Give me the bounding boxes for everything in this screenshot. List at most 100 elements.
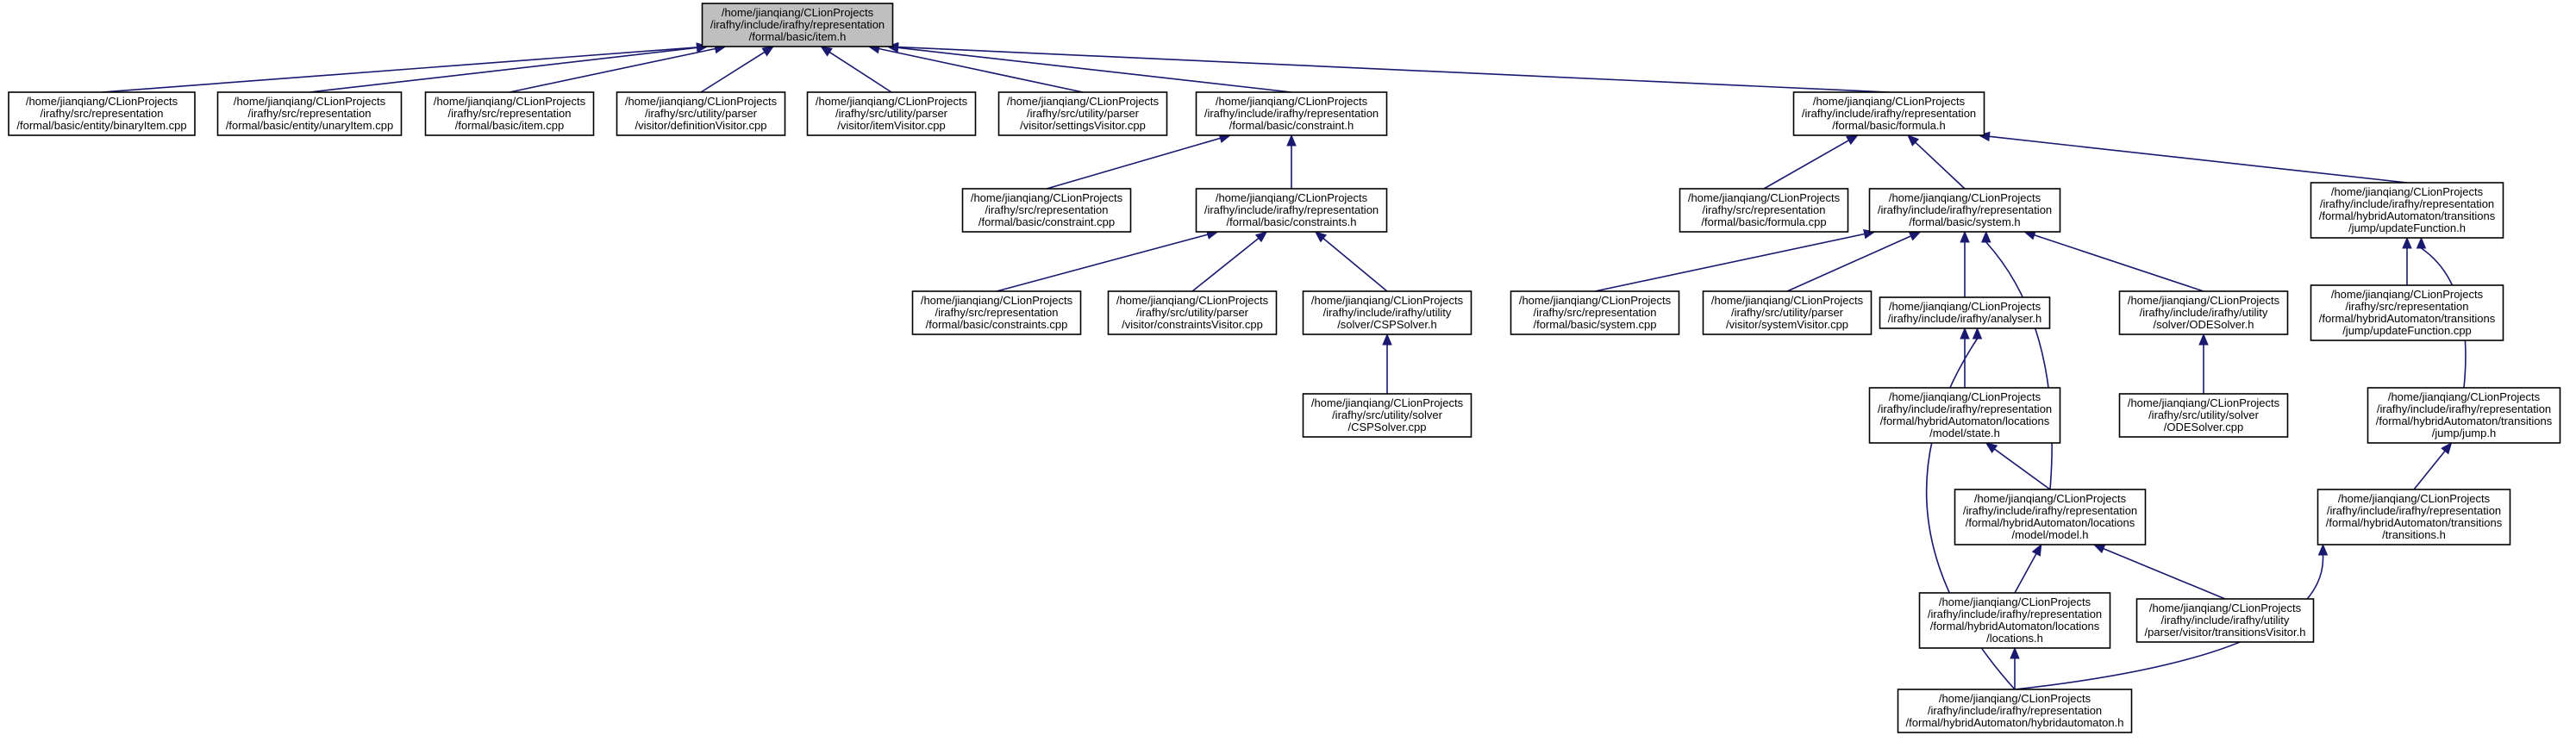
node-label-line: /home/jianqiang/CLionProjects xyxy=(1939,692,2091,705)
nodes-layer: /home/jianqiang/CLionProjects/irafhy/inc… xyxy=(8,3,2561,733)
node-box xyxy=(961,188,1132,233)
node-label-line: /formal/hybridAutomaton/transitions xyxy=(2319,209,2496,222)
edge-ODESolver-cpp-to-ODESolver-h xyxy=(2198,333,2209,394)
edge-arrowhead xyxy=(1981,230,1991,243)
edge-arrowhead xyxy=(2031,543,2042,557)
node-label-line: /home/jianqiang/CLionProjects xyxy=(1311,396,1464,409)
node-label-line: /irafhy/include/irafhy/representation xyxy=(1878,402,2052,415)
node-label-line: /formal/basic/constraints.cpp xyxy=(926,318,1068,331)
node-settingsVisitor-cpp[interactable]: /home/jianqiang/CLionProjects/irafhy/src… xyxy=(997,91,1168,136)
edge-binaryItem-cpp-to-item-h xyxy=(101,42,709,93)
edge-system-h-to-formula-h xyxy=(1907,134,1966,190)
node-model-h[interactable]: /home/jianqiang/CLionProjects/irafhy/inc… xyxy=(1954,489,2147,545)
node-constraint-h[interactable]: /home/jianqiang/CLionProjects/irafhy/inc… xyxy=(1195,91,1388,136)
node-transitions-h[interactable]: /home/jianqiang/CLionProjects/irafhy/inc… xyxy=(2317,489,2511,545)
edge-arrowhead xyxy=(1908,231,1922,241)
edge-state-h-to-analyser-h xyxy=(1960,327,1970,388)
node-label-line: /home/jianqiang/CLionProjects xyxy=(921,294,1073,307)
node-locations-h[interactable]: /home/jianqiang/CLionProjects/irafhy/inc… xyxy=(1918,592,2111,649)
node-constraintsVisitor-cpp[interactable]: /home/jianqiang/CLionProjects/irafhy/src… xyxy=(1107,290,1278,335)
node-item-h[interactable]: /home/jianqiang/CLionProjects/irafhy/inc… xyxy=(701,3,894,47)
node-box xyxy=(1107,290,1278,335)
node-box xyxy=(8,91,196,136)
edge-line xyxy=(2014,553,2037,594)
edge-constraint-h-to-item-h xyxy=(886,42,1292,93)
node-label-line: /home/jianqiang/CLionProjects xyxy=(816,95,968,108)
node-box xyxy=(1702,290,1873,335)
edge-constraint-cpp-to-constraint-h xyxy=(1046,133,1232,190)
node-box xyxy=(2118,290,2289,335)
node-item-cpp[interactable]: /home/jianqiang/CLionProjects/irafhy/src… xyxy=(424,91,595,136)
edge-arrowhead xyxy=(2402,236,2412,249)
node-box xyxy=(1792,91,1985,136)
node-system-cpp[interactable]: /home/jianqiang/CLionProjects/irafhy/src… xyxy=(1510,290,1680,335)
node-label-line: /parser/visitor/transitionsVisitor.h xyxy=(2145,626,2306,639)
edge-constraints-cpp-to-constraints-h xyxy=(996,229,1219,292)
node-label-line: /formal/basic/constraint.h xyxy=(1229,119,1354,132)
node-label-line: /home/jianqiang/CLionProjects xyxy=(1889,300,2041,313)
edge-line xyxy=(1594,233,1865,292)
node-constraint-cpp[interactable]: /home/jianqiang/CLionProjects/irafhy/src… xyxy=(961,188,1132,233)
node-box xyxy=(1868,188,2061,233)
node-box xyxy=(2310,284,2504,341)
node-formula-h[interactable]: /home/jianqiang/CLionProjects/irafhy/inc… xyxy=(1792,91,1985,136)
node-label-line: /home/jianqiang/CLionProjects xyxy=(1116,294,1269,307)
node-hybridautomaton-h[interactable]: /home/jianqiang/CLionProjects/irafhy/inc… xyxy=(1897,689,2133,733)
node-system-h[interactable]: /home/jianqiang/CLionProjects/irafhy/inc… xyxy=(1868,188,2061,233)
node-CSPSolver-h[interactable]: /home/jianqiang/CLionProjects/irafhy/inc… xyxy=(1302,290,1472,335)
node-label-line: /formal/hybridAutomaton/locations xyxy=(1966,516,2135,529)
edge-system-cpp-to-system-h xyxy=(1594,228,1876,292)
node-constraints-cpp[interactable]: /home/jianqiang/CLionProjects/irafhy/src… xyxy=(911,290,1082,335)
node-label-line: /irafhy/include/irafhy/analyser.h xyxy=(1888,312,2041,325)
edge-analyser-h-to-system-h xyxy=(1960,230,1970,297)
node-jump-h[interactable]: /home/jianqiang/CLionProjects/irafhy/inc… xyxy=(2367,387,2561,444)
node-box xyxy=(1954,489,2147,545)
node-state-h[interactable]: /home/jianqiang/CLionProjects/irafhy/inc… xyxy=(1868,387,2061,444)
node-label-line: /home/jianqiang/CLionProjects xyxy=(1939,595,2091,608)
node-box xyxy=(1868,387,2061,444)
edge-arrowhead xyxy=(2441,441,2453,455)
node-label-line: /home/jianqiang/CLionProjects xyxy=(1311,294,1464,307)
node-itemVisitor-cpp[interactable]: /home/jianqiang/CLionProjects/irafhy/src… xyxy=(806,91,977,136)
node-constraints-h[interactable]: /home/jianqiang/CLionProjects/irafhy/inc… xyxy=(1195,188,1388,233)
node-formula-cpp[interactable]: /home/jianqiang/CLionProjects/irafhy/src… xyxy=(1679,188,1849,233)
node-unaryItem-cpp[interactable]: /home/jianqiang/CLionProjects/irafhy/src… xyxy=(216,91,403,136)
node-label-line: /home/jianqiang/CLionProjects xyxy=(2388,390,2541,403)
node-box xyxy=(1510,290,1680,335)
node-box xyxy=(2310,182,2504,239)
node-label-line: /home/jianqiang/CLionProjects xyxy=(1711,294,1864,307)
node-label-line: /home/jianqiang/CLionProjects xyxy=(2149,602,2302,614)
node-box xyxy=(1679,188,1849,233)
node-label-line: /irafhy/src/utility/parser xyxy=(1136,306,1249,319)
node-box xyxy=(216,91,403,136)
edge-line xyxy=(1763,140,1849,190)
node-label-line: /formal/hybridAutomaton/transitions xyxy=(2319,312,2496,325)
node-CSPSolver-cpp[interactable]: /home/jianqiang/CLionProjects/irafhy/src… xyxy=(1302,393,1472,438)
edge-arrowhead xyxy=(1907,134,1920,146)
node-definitionVisitor-cpp[interactable]: /home/jianqiang/CLionProjects/irafhy/src… xyxy=(616,91,786,136)
node-label-line: /home/jianqiang/CLionProjects xyxy=(1519,294,1672,307)
node-box xyxy=(911,290,1082,335)
edge-line xyxy=(509,47,716,93)
node-ODESolver-cpp[interactable]: /home/jianqiang/CLionProjects/irafhy/src… xyxy=(2118,393,2289,438)
edge-line xyxy=(1993,448,2051,490)
node-updateFunction-h[interactable]: /home/jianqiang/CLionProjects/irafhy/inc… xyxy=(2310,182,2504,239)
node-box xyxy=(1302,393,1472,438)
node-label-line: /home/jianqiang/CLionProjects xyxy=(2331,288,2484,301)
node-box xyxy=(2118,393,2289,438)
node-box xyxy=(2317,489,2511,545)
node-label-line: /irafhy/src/utility/solver xyxy=(2148,408,2260,421)
node-label-line: /transitions.h xyxy=(2382,528,2446,541)
node-transitionsVisitor-h[interactable]: /home/jianqiang/CLionProjects/irafhy/inc… xyxy=(2135,598,2315,643)
node-updateFunction-cpp[interactable]: /home/jianqiang/CLionProjects/irafhy/src… xyxy=(2310,284,2504,341)
node-label-line: /CSPSolver.cpp xyxy=(1347,421,1426,433)
node-box xyxy=(997,91,1168,136)
edge-line xyxy=(1786,235,1911,292)
node-systemVisitor-cpp[interactable]: /home/jianqiang/CLionProjects/irafhy/src… xyxy=(1702,290,1873,335)
edge-constraints-h-to-constraint-h xyxy=(1286,134,1297,189)
node-box xyxy=(1195,188,1388,233)
node-ODESolver-h[interactable]: /home/jianqiang/CLionProjects/irafhy/inc… xyxy=(2118,290,2289,335)
node-analyser-h[interactable]: /home/jianqiang/CLionProjects/irafhy/inc… xyxy=(1879,296,2051,329)
node-binaryItem-cpp[interactable]: /home/jianqiang/CLionProjects/irafhy/src… xyxy=(8,91,196,136)
node-box xyxy=(806,91,977,136)
